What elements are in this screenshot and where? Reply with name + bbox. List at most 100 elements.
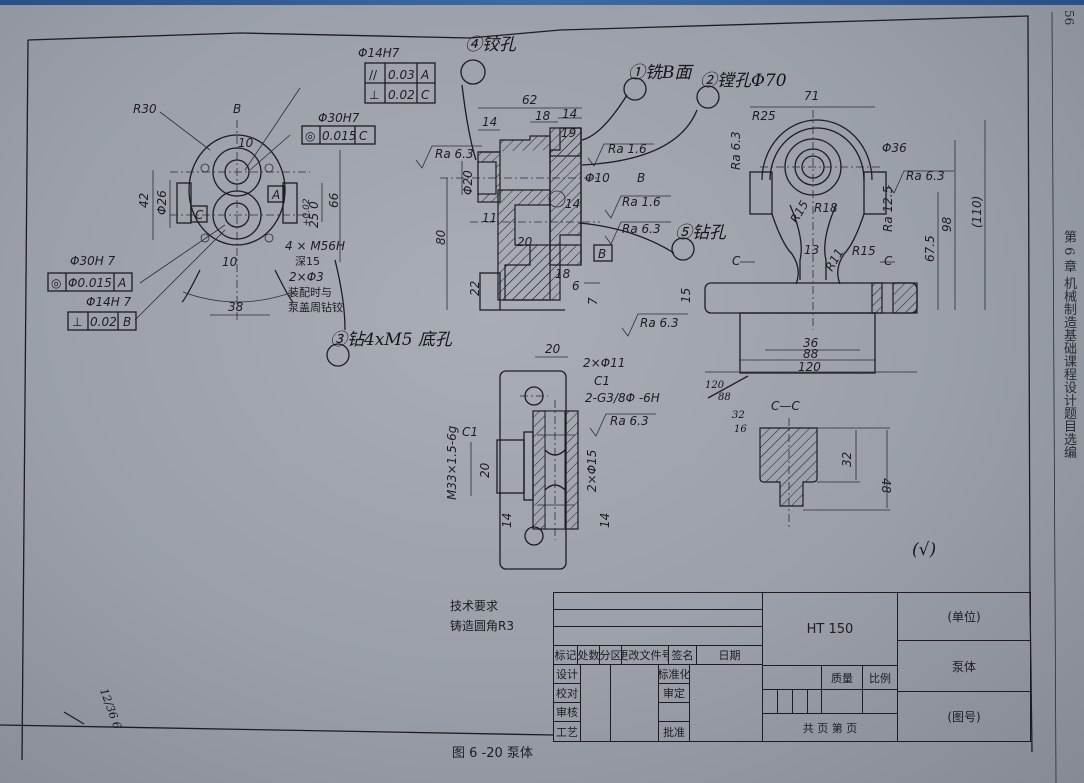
unit-name: (单位) bbox=[897, 592, 1031, 641]
drawing-sheet bbox=[0, 5, 1084, 783]
dim-36: 36 bbox=[803, 336, 819, 350]
dim-22: 22 bbox=[468, 281, 482, 296]
sheet-count: 共 页 第 页 bbox=[762, 713, 898, 742]
dim-r15a: R15 bbox=[787, 198, 811, 225]
dim-110: (110) bbox=[970, 196, 984, 228]
fcf-value: Φ0.015 bbox=[68, 276, 112, 290]
frame-left bbox=[21, 39, 29, 761]
dim-19: 19 bbox=[561, 126, 576, 140]
roughness-ra63-left: Ra 6.3 bbox=[729, 131, 743, 170]
dim-phi30h7-bottom: Φ30H 7 bbox=[70, 254, 116, 268]
approval-cells bbox=[689, 664, 763, 742]
dim-48: 48 bbox=[879, 478, 893, 494]
stage-box bbox=[807, 689, 822, 714]
datum-b-box bbox=[593, 244, 613, 262]
dim-7: 7 bbox=[586, 297, 600, 305]
dim-18: 18 bbox=[535, 109, 551, 123]
section-cc bbox=[759, 418, 890, 528]
fcf-symbol-parallel: // bbox=[369, 68, 378, 82]
dim-r11: R11 bbox=[822, 246, 846, 273]
dim-6: 6 bbox=[572, 279, 580, 293]
fcf-concentric-top bbox=[301, 125, 376, 145]
fcf-concentric-bottom bbox=[47, 272, 133, 292]
label-approve: 批准 bbox=[658, 721, 690, 742]
label-standardization: 标准化 bbox=[658, 664, 690, 684]
header-signature: 签名 bbox=[668, 645, 697, 665]
section-cc-title: C—C bbox=[771, 399, 800, 413]
handwritten-calc: 16 bbox=[734, 424, 747, 435]
roughness-symbol bbox=[621, 313, 688, 337]
dim-80: 80 bbox=[434, 229, 448, 245]
dim-phi30h7-top: Φ30H7 bbox=[318, 111, 360, 125]
pin-holes: 2×Φ3 bbox=[289, 270, 324, 284]
page-number: 56 bbox=[1062, 10, 1076, 26]
drawing-number: (图号) bbox=[897, 691, 1031, 742]
fcf-top bbox=[364, 62, 436, 104]
assembly-note-2: 泵盖周钻铰 bbox=[288, 300, 343, 314]
dim-phi14h7-bottom: Φ14H 7 bbox=[86, 295, 132, 309]
chapter-title: 第 6 章 机械制造基础课程设计题目选编 bbox=[1061, 230, 1076, 459]
bottom-view bbox=[470, 356, 579, 570]
roughness-symbol bbox=[415, 145, 482, 169]
handwritten-step-4: ④铰孔 bbox=[465, 35, 517, 55]
roughness-symbol bbox=[589, 413, 656, 437]
dim-14a: 14 bbox=[482, 115, 497, 129]
dim-20: 20 bbox=[517, 235, 533, 249]
handwritten-step-1: ①铣B面 bbox=[628, 63, 694, 83]
title-block: 标记 处数 分区 更改文件号 签名 日期 设计 校对 审核 工艺 标准化 审定 … bbox=[553, 592, 1031, 742]
header-mark: 标记 bbox=[553, 645, 578, 665]
part-name: 泵体 bbox=[897, 640, 1031, 692]
thread-m33: M33×1.5-6g bbox=[445, 425, 459, 500]
front-view bbox=[134, 87, 341, 321]
handwritten-step-3: ③钻4xM5 底孔 bbox=[330, 330, 453, 350]
dim-25: 25 0 bbox=[307, 201, 321, 228]
dim-13: 13 bbox=[804, 243, 819, 257]
dim-phi26: Φ26 bbox=[155, 190, 169, 215]
roughness-symbol bbox=[887, 170, 954, 194]
handwritten-step-2: ②镗孔Φ70 bbox=[700, 71, 787, 91]
chamfer-c1a: C1 bbox=[594, 374, 610, 388]
dim-71: 71 bbox=[804, 89, 819, 103]
fcf-datum: A bbox=[420, 68, 429, 82]
roughness-symbol bbox=[604, 221, 671, 245]
margin-line bbox=[1051, 11, 1057, 783]
fcf-datum: B bbox=[123, 315, 131, 329]
tolerance: +0.02 bbox=[302, 198, 312, 226]
figure-caption: 图 6 -20 泵体 bbox=[452, 746, 533, 761]
header-count: 处数 bbox=[577, 645, 600, 665]
header-zone: 分区 bbox=[599, 645, 622, 665]
dim-88: 88 bbox=[803, 347, 819, 361]
dim-98: 98 bbox=[940, 216, 954, 232]
dim-15: 15 bbox=[679, 288, 693, 303]
roughness-ra63-right: Ra 6.3 bbox=[906, 169, 945, 183]
chamfer-c1b: C1 bbox=[462, 425, 478, 439]
pipe-thread: 2-G3/8Φ -6H bbox=[585, 391, 660, 405]
section-mark-c-left: C bbox=[732, 254, 741, 268]
scale-value bbox=[862, 689, 898, 714]
datum-a: A bbox=[271, 188, 280, 202]
label-design: 设计 bbox=[553, 664, 581, 684]
material: HT 150 bbox=[762, 592, 898, 666]
section-view bbox=[440, 107, 600, 311]
dim-phi14h7-top: Φ14H7 bbox=[358, 46, 400, 60]
label-approval-check: 审定 bbox=[658, 683, 690, 703]
rev-row bbox=[553, 609, 763, 627]
tech-req-item: 铸造圆角R3 bbox=[450, 619, 514, 633]
technical-requirements: 技术要求 铸造圆角R3 bbox=[450, 596, 514, 636]
fcf-perpendicular-bottom bbox=[67, 311, 137, 331]
tech-req-title: 技术要求 bbox=[450, 599, 499, 613]
side-view bbox=[704, 106, 986, 374]
empty-cell bbox=[658, 702, 690, 722]
dim-14-right: 14 bbox=[598, 513, 612, 528]
view-arrow-b: B bbox=[637, 171, 645, 185]
fcf-datum: C bbox=[359, 129, 368, 143]
assembly-note-1: 装配时与 bbox=[288, 286, 332, 299]
dim-phi36: Φ36 bbox=[882, 141, 907, 155]
window-title-band bbox=[0, 0, 1084, 5]
design-signature-cell bbox=[580, 664, 611, 742]
roughness-ra16b: Ra 1.6 bbox=[622, 195, 661, 209]
handwritten-annotations bbox=[63, 59, 749, 725]
view-label-b: B bbox=[233, 102, 241, 116]
dim-r30: R30 bbox=[133, 102, 157, 116]
